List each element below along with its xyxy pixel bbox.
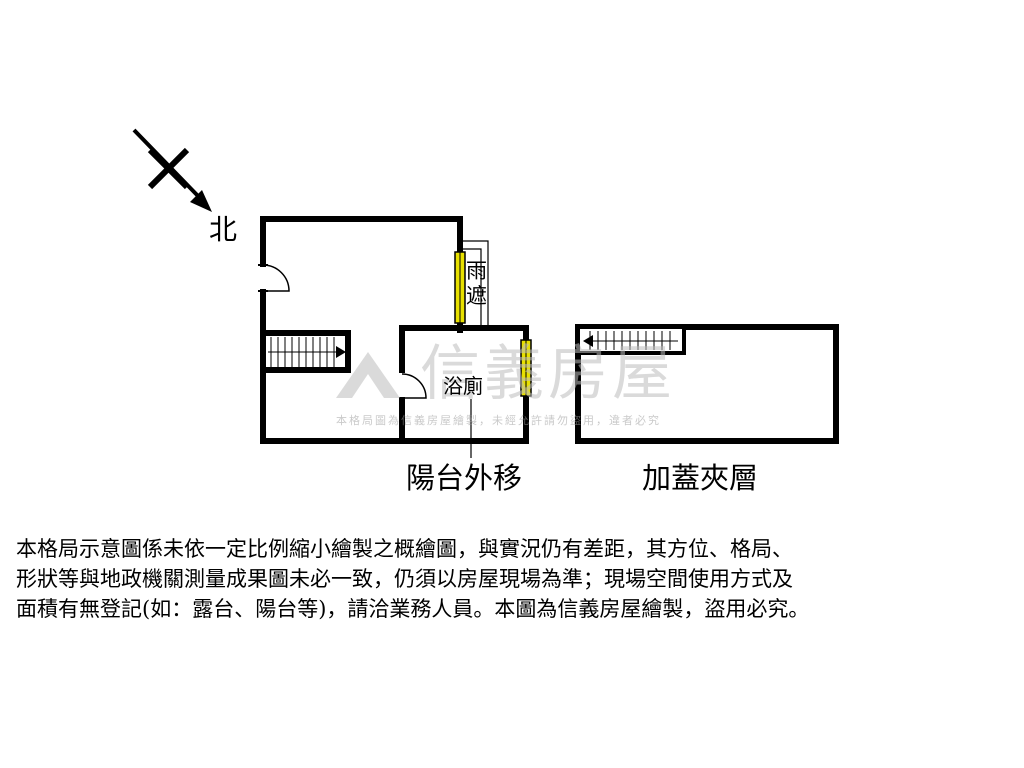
rain-cover-label-char2: 遮 [466,284,487,308]
entry-door [258,264,290,292]
main-staircase [260,330,351,373]
bathroom-walls [399,325,529,444]
main-room-window [454,251,466,324]
mezzanine-label: 加蓋夾層 [642,461,758,495]
north-compass-icon [132,128,212,212]
watermark-notice: 本格局圖為信義房屋繪製，未經允許請勿盜用，違者必究 [336,413,661,427]
bathroom-window [520,339,532,397]
disclaimer-line-1: 本格局示意圖係未依一定比例縮小繪製之概繪圖，與實況仍有差距，其方位、格局、 [16,537,793,561]
bathroom-door [401,373,427,399]
mezzanine-staircase [576,325,686,355]
floor-plan: 北 [132,128,839,495]
disclaimer-text: 本格局示意圖係未依一定比例縮小繪製之概繪圖，與實況仍有差距，其方位、格局、 形狀… [16,534,1016,624]
watermark-logo-icon [336,352,400,398]
disclaimer-line-3: 面積有無登記(如：露台、陽台等)，請洽業務人員。本圖為信義房屋繪製，盜用必究。 [16,597,810,621]
rain-cover-outline [462,240,489,327]
bathroom-label: 浴廁 [443,374,483,398]
north-label: 北 [209,213,237,246]
watermark: 信義房屋 本格局圖為信義房屋繪製，未經允許請勿盜用，違者必究 [336,339,676,427]
rain-cover-label-char1: 雨 [466,259,487,283]
watermark-brand: 信義房屋 [420,339,676,409]
mezzanine-walls [575,324,839,444]
balcony-moved-label: 陽台外移 [406,461,522,495]
disclaimer-line-2: 形狀等與地政機關測量成果圖未必一致，仍須以房屋現場為準；現場空間使用方式及 [16,567,793,591]
